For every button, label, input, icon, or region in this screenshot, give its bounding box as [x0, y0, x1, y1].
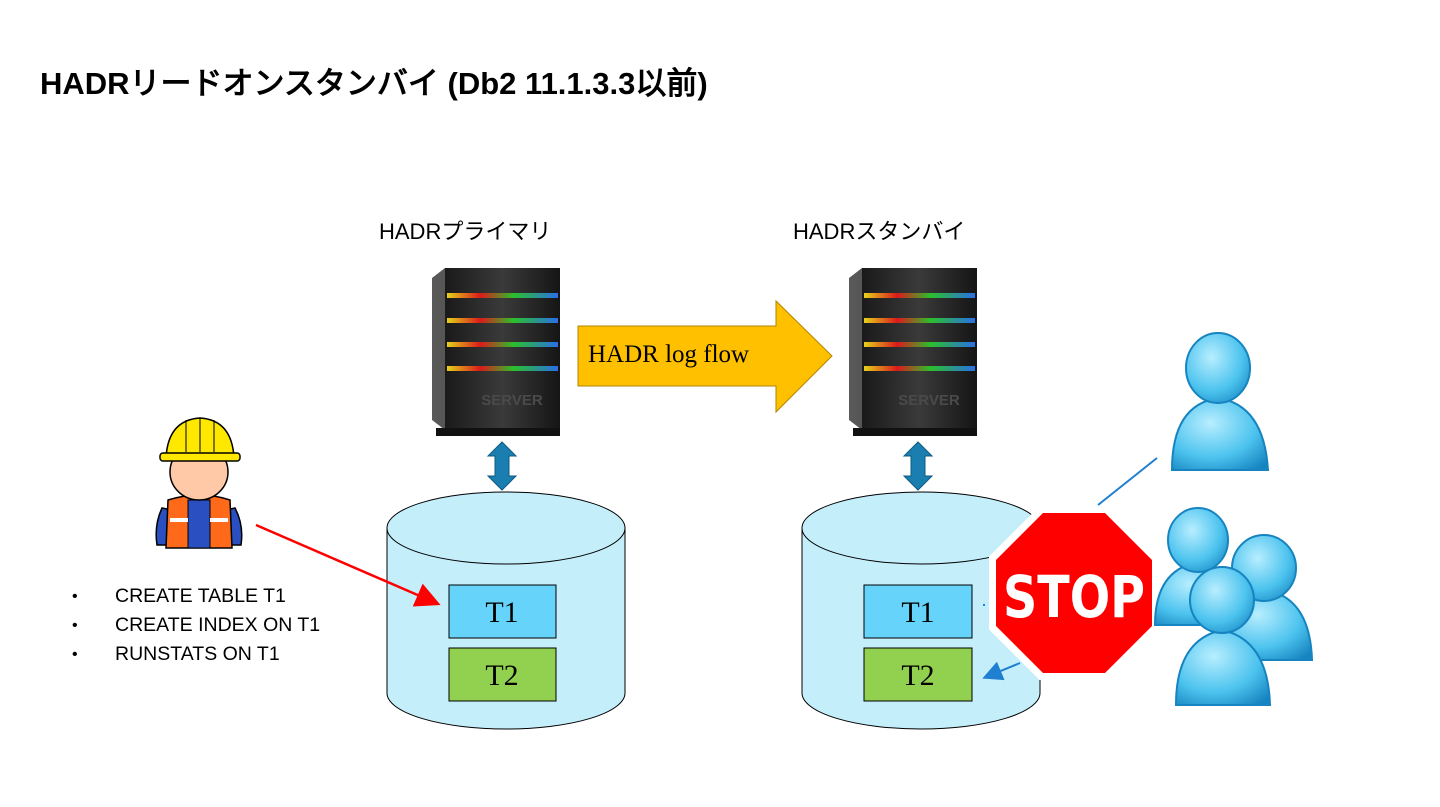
user-group-icon — [1153, 507, 1314, 706]
construction-worker-icon — [155, 417, 243, 549]
operation-item: RUNSTATS ON T1 — [72, 640, 320, 669]
primary-sync-arrow-icon — [486, 441, 518, 491]
worker-to-t1-arrow — [255, 523, 441, 607]
log-flow-label: HADR log flow — [588, 341, 749, 368]
operation-item: CREATE TABLE T1 — [72, 582, 320, 611]
standby-sync-arrow-icon — [902, 441, 934, 491]
primary-table-t1-label: T1 — [485, 596, 518, 629]
standby-server-icon: SERVER — [849, 268, 977, 436]
standby-table-t1: T1 — [863, 584, 973, 639]
log-flow-arrow: HADR log flow — [577, 299, 833, 414]
primary-table-t2-label: T2 — [485, 659, 518, 692]
operation-item: CREATE INDEX ON T1 — [72, 611, 320, 640]
primary-label: HADRプライマリ — [379, 219, 552, 244]
standby-table-t2: T2 — [863, 647, 973, 702]
primary-table-t2: T2 — [448, 647, 557, 702]
primary-table-t1: T1 — [448, 584, 557, 639]
standby-label: HADRスタンバイ — [793, 219, 966, 244]
stop-label: STOP — [1003, 563, 1145, 631]
user-access-arrow — [982, 661, 1021, 681]
slide-title: HADRリードオンスタンバイ (Db2 11.1.3.3以前) — [40, 66, 708, 101]
user-line — [1097, 457, 1158, 506]
primary-server-text: SERVER — [481, 392, 543, 409]
operations-list: CREATE TABLE T1 CREATE INDEX ON T1 RUNST… — [72, 582, 320, 669]
standby-server-text: SERVER — [898, 392, 960, 409]
primary-server-icon: SERVER — [432, 268, 560, 436]
user-icon — [1170, 332, 1270, 471]
standby-table-t2-label: T2 — [901, 659, 934, 692]
standby-table-t1-label: T1 — [901, 596, 934, 629]
stop-sign-icon: STOP — [989, 506, 1159, 680]
